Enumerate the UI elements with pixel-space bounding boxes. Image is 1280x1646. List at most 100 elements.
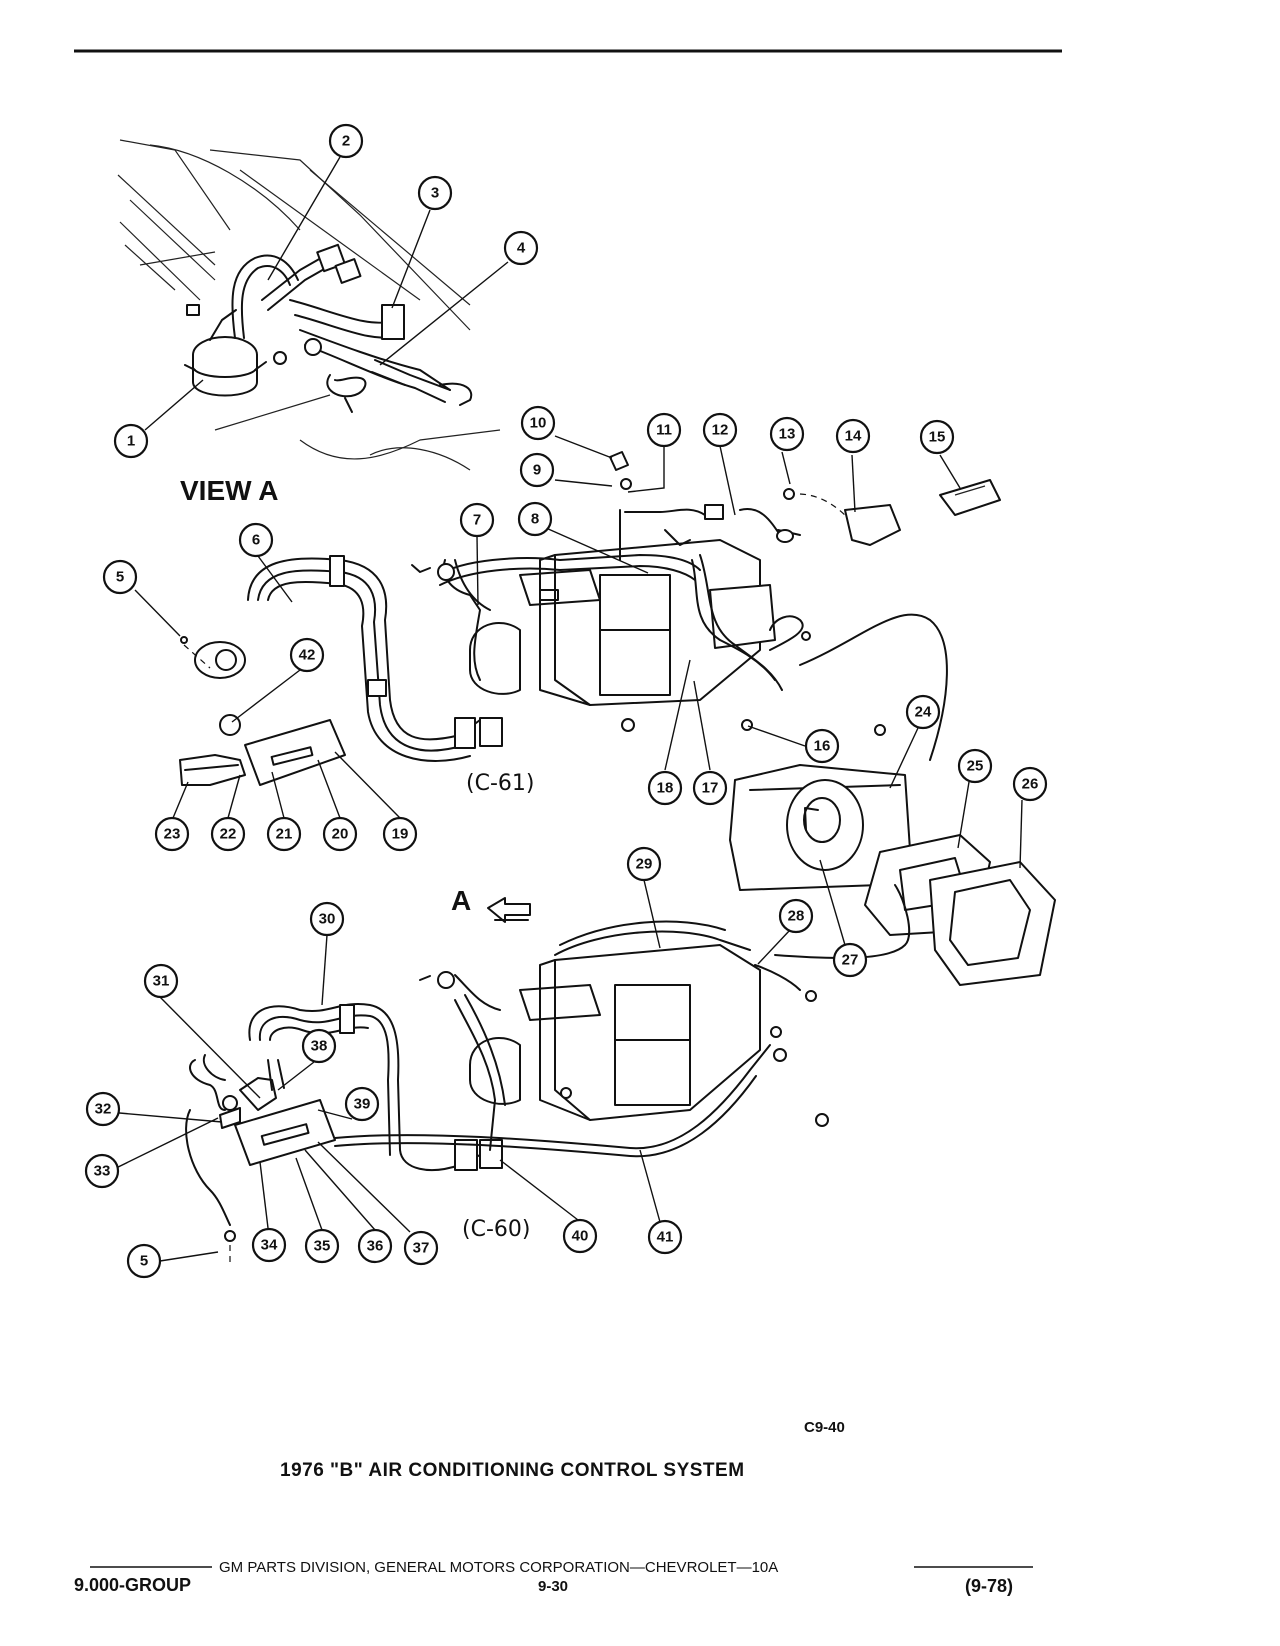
svg-text:22: 22	[220, 826, 237, 843]
view-a-label: VIEW A	[180, 475, 279, 506]
callout-42: 42	[289, 637, 325, 673]
callout-25: 25	[957, 748, 993, 784]
svg-text:4: 4	[517, 240, 526, 257]
svg-text:21: 21	[276, 826, 293, 843]
footer-page-number: 9-30	[538, 1578, 568, 1595]
callout-12: 12	[702, 412, 738, 448]
svg-text:24: 24	[915, 704, 932, 721]
callout-40: 40	[562, 1218, 598, 1254]
view-a-illustration	[117, 139, 501, 471]
svg-text:34: 34	[261, 1237, 278, 1254]
callout-28: 28	[778, 898, 814, 934]
callout-35: 35	[304, 1228, 340, 1264]
svg-text:27: 27	[842, 952, 859, 969]
callout-22: 22	[210, 816, 246, 852]
callout-27: 27	[832, 942, 868, 978]
footer-group: 9.000-GROUP	[74, 1575, 191, 1595]
callout-17: 17	[692, 770, 728, 806]
callout-16: 16	[804, 728, 840, 764]
callout-19: 19	[382, 816, 418, 852]
callout-13: 13	[769, 416, 805, 452]
callout-32: 32	[85, 1091, 121, 1127]
callout-20: 20	[322, 816, 358, 852]
svg-text:32: 32	[95, 1101, 112, 1118]
svg-text:1: 1	[127, 433, 135, 450]
svg-text:31: 31	[153, 973, 170, 990]
callout-24: 24	[905, 694, 941, 730]
callout-7: 7	[459, 502, 495, 538]
svg-text:5: 5	[140, 1253, 148, 1270]
svg-text:40: 40	[572, 1228, 589, 1245]
callout-37: 37	[403, 1230, 439, 1266]
callout-5-top: 5	[102, 559, 138, 595]
callout-15: 15	[919, 419, 955, 455]
svg-text:20: 20	[332, 826, 349, 843]
callout-33: 33	[84, 1153, 120, 1189]
callout-5-bottom: 5	[126, 1243, 162, 1279]
callout-2: 2	[328, 123, 364, 159]
callout-9: 9	[519, 452, 555, 488]
footer-date-code: (9-78)	[965, 1576, 1013, 1596]
callout-1: 1	[113, 423, 149, 459]
svg-text:35: 35	[314, 1238, 331, 1255]
svg-text:18: 18	[657, 780, 674, 797]
svg-text:11: 11	[656, 422, 672, 439]
callout-36: 36	[357, 1228, 393, 1264]
svg-text:13: 13	[779, 426, 796, 443]
blower-illustration	[729, 764, 1056, 986]
callout-18: 18	[647, 770, 683, 806]
c60-code-label: (C-60)	[462, 1217, 530, 1242]
callout-14: 14	[835, 418, 871, 454]
svg-text:41: 41	[657, 1229, 674, 1246]
figure-caption: 1976 "B" AIR CONDITIONING CONTROL SYSTEM	[280, 1460, 745, 1481]
svg-text:9: 9	[533, 462, 541, 479]
svg-text:14: 14	[845, 428, 862, 445]
svg-text:19: 19	[392, 826, 409, 843]
callout-41: 41	[647, 1219, 683, 1255]
svg-text:15: 15	[929, 429, 946, 446]
callout-26: 26	[1012, 766, 1048, 802]
callout-6: 6	[238, 522, 274, 558]
footer-division-line: GM PARTS DIVISION, GENERAL MOTORS CORPOR…	[219, 1559, 778, 1576]
callout-29: 29	[626, 846, 662, 882]
svg-text:6: 6	[252, 532, 260, 549]
leader-lines	[107, 156, 1023, 1262]
c61-code-label: (C-61)	[466, 771, 534, 796]
view-a-arrow	[487, 897, 531, 923]
svg-text:29: 29	[636, 856, 653, 873]
callout-39: 39	[344, 1086, 380, 1122]
svg-text:7: 7	[473, 512, 481, 529]
callout-3: 3	[417, 175, 453, 211]
callout-8: 8	[517, 501, 553, 537]
svg-text:17: 17	[702, 780, 719, 797]
callout-34: 34	[251, 1227, 287, 1263]
svg-text:33: 33	[94, 1163, 111, 1180]
callout-11: 11	[646, 412, 682, 448]
figure-code: C9-40	[804, 1419, 845, 1436]
callout-10: 10	[520, 405, 556, 441]
callout-31: 31	[143, 963, 179, 999]
svg-text:36: 36	[367, 1238, 384, 1255]
svg-text:30: 30	[319, 911, 336, 928]
svg-text:42: 42	[299, 647, 316, 664]
svg-text:12: 12	[712, 422, 729, 439]
svg-text:38: 38	[311, 1038, 328, 1055]
callout-38: 38	[301, 1028, 337, 1064]
svg-text:26: 26	[1022, 776, 1039, 793]
svg-text:8: 8	[531, 511, 539, 528]
callout-23: 23	[154, 816, 190, 852]
callout-4: 4	[503, 230, 539, 266]
c60-assembly-illustration	[185, 884, 911, 1265]
svg-text:3: 3	[431, 185, 439, 202]
arrow-a-label: A	[451, 885, 471, 916]
svg-text:5: 5	[116, 569, 124, 586]
svg-text:37: 37	[413, 1240, 430, 1257]
svg-text:28: 28	[788, 908, 805, 925]
svg-text:2: 2	[342, 133, 350, 150]
svg-text:23: 23	[164, 826, 181, 843]
svg-text:25: 25	[967, 758, 984, 775]
svg-text:39: 39	[354, 1096, 371, 1113]
c61-assembly-illustration	[179, 451, 1001, 786]
